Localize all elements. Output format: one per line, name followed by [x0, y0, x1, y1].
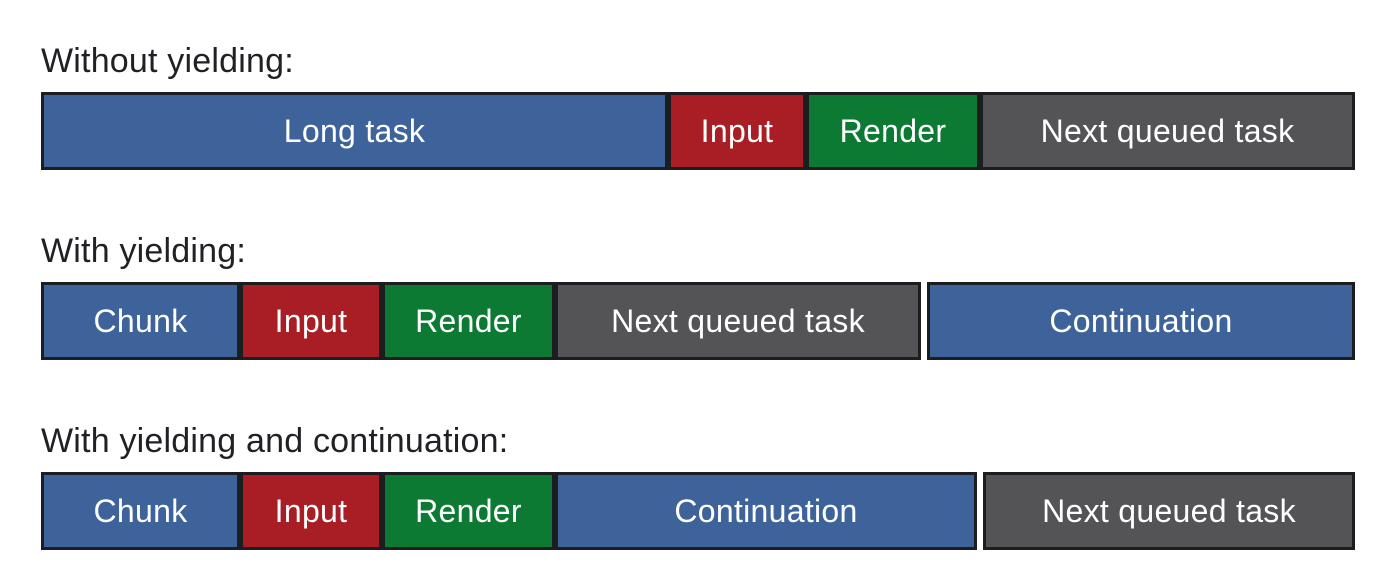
segment-chunk: Chunk: [41, 282, 240, 360]
segment-next-queued-task: Next queued task: [983, 472, 1355, 550]
timeline-section-with-yielding-: With yielding: Chunk Input Render Next queue…: [41, 230, 1396, 360]
segment-next-queued-task: Next queued task: [555, 282, 921, 360]
bar-gap: [977, 472, 983, 550]
segment-label: Chunk: [93, 493, 188, 529]
row-label: Without yielding:: [41, 42, 294, 80]
segment-input: Input: [240, 282, 382, 360]
task-bar: Chunk Input Render Continuation Next queued …: [41, 472, 1355, 550]
task-bar: Long task Input Render Next queued task: [41, 92, 1355, 170]
segment-long-task: Long task: [41, 92, 668, 170]
bar-gap: [921, 282, 927, 360]
segment-label: Continuation: [674, 493, 858, 529]
timeline-section-with-yielding-and-continuation-: With yielding and continuation: Chunk Inpu…: [41, 420, 1396, 550]
segment-chunk: Chunk: [41, 472, 240, 550]
segment-input: Input: [668, 92, 806, 170]
segment-label: Render: [839, 113, 947, 149]
segment-render: Render: [806, 92, 980, 170]
segment-label: Next queued task: [1042, 493, 1296, 529]
segment-render: Render: [382, 472, 555, 550]
segment-label: Render: [415, 303, 522, 339]
segment-input: Input: [240, 472, 382, 550]
task-bar: Chunk Input Render Next queued task Continua…: [41, 282, 1355, 360]
segment-label: Next queued task: [1040, 113, 1295, 149]
segment-continuation: Continuation: [555, 472, 977, 550]
segment-label: Render: [415, 493, 522, 529]
row-label: With yielding:: [41, 232, 246, 270]
segment-label: Input: [274, 303, 348, 339]
segment-next-queued-task: Next queued task: [980, 92, 1355, 170]
row-label: With yielding and continuation:: [41, 422, 509, 460]
segment-label: Input: [274, 493, 348, 529]
segment-label: Chunk: [93, 303, 188, 339]
segment-label: Input: [700, 113, 774, 149]
segment-label: Next queued task: [611, 303, 865, 339]
segment-render: Render: [382, 282, 555, 360]
segment-label: Continuation: [1049, 303, 1233, 339]
timeline-section-without-yielding-: Without yielding: Long task Input Render Nex…: [41, 40, 1396, 170]
segment-continuation: Continuation: [927, 282, 1355, 360]
segment-label: Long task: [283, 113, 426, 149]
